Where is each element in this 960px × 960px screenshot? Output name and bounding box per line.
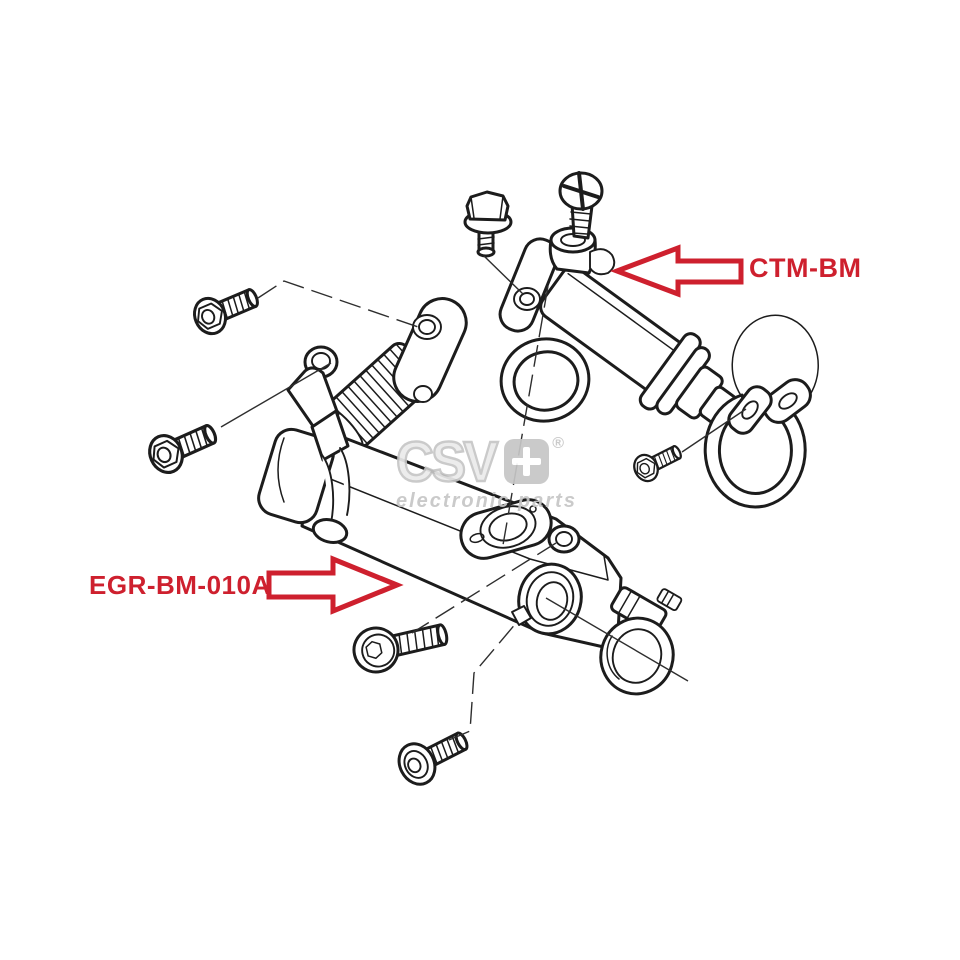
watermark-plus-icon [504,439,550,484]
bolt-hex-upper [463,190,513,258]
leader-lines [220,255,747,741]
ctm-valve-assembly [498,226,740,428]
v-band-clamp [599,586,683,696]
bolt-flanged-bottom [397,731,469,786]
watermark-brand-text: CSV [395,430,500,494]
pipe-flange [392,297,468,403]
cooler-end-cap [257,427,335,525]
mounting-bracket [286,345,351,544]
label-egr-bm-010a: EGR-BM-010A [89,570,271,600]
bolt-flanged-small-right [628,437,687,487]
watermark-tagline: electronic parts [396,490,577,512]
bolt-socket-head-bottom [352,623,449,674]
o-ring-gasket [499,337,591,423]
watermark: CSV ® electronic parts [395,430,577,513]
bolt-flanged-left-lower [142,413,224,480]
screw-phillips [558,171,604,240]
egr-arrow [266,555,404,615]
watermark-registered-mark: ® [552,435,564,452]
bolt-flanged-left-upper [187,278,265,340]
ctm-arrow [609,244,744,298]
p-clamp [703,314,819,509]
label-ctm-bm: CTM-BM [749,253,862,283]
valve-ear-tab [589,248,616,276]
valve-flange-plate [498,237,560,333]
